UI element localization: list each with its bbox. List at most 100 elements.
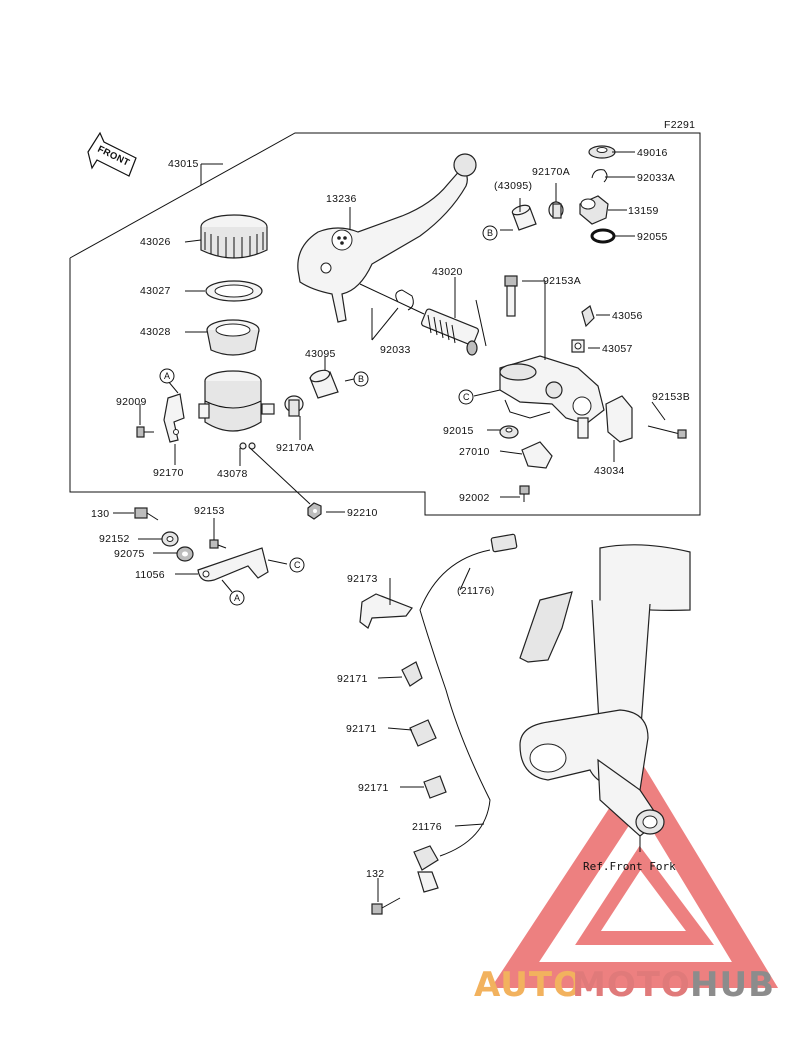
label-132: 132 <box>366 868 384 880</box>
label-92170A-top: 92170A <box>532 166 570 178</box>
callout-a-1: A <box>159 368 175 384</box>
label-92173: 92173 <box>347 573 378 585</box>
watermark-triangle-inner <box>575 845 714 945</box>
clip-92033A <box>591 169 608 183</box>
piston-kit <box>395 289 480 356</box>
label-43026: 43026 <box>140 236 171 248</box>
svg-text:B: B <box>487 228 493 238</box>
label-43056: 43056 <box>612 310 643 322</box>
label-92153B: 92153B <box>652 391 690 403</box>
label-43015: 43015 <box>168 158 199 170</box>
valve-43057 <box>571 339 585 353</box>
label-49016: 49016 <box>637 147 668 159</box>
label-11056: 11056 <box>135 569 165 581</box>
label-92033: 92033 <box>380 344 411 356</box>
label-92153A: 92153A <box>543 275 581 287</box>
clamp-92173 <box>359 593 413 629</box>
cap-49016 <box>588 145 616 159</box>
hose-43095 <box>309 369 339 399</box>
label-43078: 43078 <box>217 468 248 480</box>
label-92033A: 92033A <box>637 172 675 184</box>
label-92170A: 92170A <box>276 442 314 454</box>
label-27010: 27010 <box>459 446 490 458</box>
label-43027: 43027 <box>140 285 171 297</box>
hose-43095-top <box>511 204 537 231</box>
nut-92210 <box>307 502 322 520</box>
callout-a-2: A <box>229 590 245 606</box>
clip-92171-1 <box>401 661 423 687</box>
assembly-boundary <box>69 132 701 516</box>
bolt-130 <box>134 507 159 521</box>
label-92153: 92153 <box>194 505 225 517</box>
label-43095-paren: (43095) <box>494 180 532 192</box>
svg-text:A: A <box>164 371 170 381</box>
reservoir-body <box>198 370 275 450</box>
label-92171-1: 92171 <box>337 673 368 685</box>
label-92009: 92009 <box>116 396 147 408</box>
label-92152: 92152 <box>99 533 130 545</box>
watermark-triangle <box>490 760 779 988</box>
label-92210: 92210 <box>347 507 378 519</box>
label-92171-2: 92171 <box>346 723 377 735</box>
oring-92055 <box>590 228 616 244</box>
reservoir-cap <box>200 214 268 259</box>
label-92055: 92055 <box>637 231 668 243</box>
callout-b-2: B <box>482 225 498 241</box>
label-92171-3: 92171 <box>358 782 389 794</box>
master-cylinder <box>499 355 605 439</box>
callout-b-1: B <box>353 371 369 387</box>
label-92075: 92075 <box>114 548 145 560</box>
bolt-92153A <box>504 275 518 317</box>
reference-note: Ref.Front Fork <box>583 860 676 873</box>
watermark-text: AUTO MOTO HUB <box>474 965 775 1005</box>
label-13159: 13159 <box>628 205 659 217</box>
sensor-21176 <box>413 845 439 893</box>
figure-code: F2291 <box>664 119 695 131</box>
clip-92171-3 <box>423 775 447 799</box>
reservoir-diaphragm <box>206 319 260 356</box>
clip-92171-2 <box>409 719 437 747</box>
clamp-92170A-top <box>548 201 564 219</box>
label-92170: 92170 <box>153 467 184 479</box>
label-43095: 43095 <box>305 348 336 360</box>
svg-text:AUTO: AUTO <box>474 965 583 1005</box>
svg-text:B: B <box>358 374 364 384</box>
label-43034: 43034 <box>594 465 625 477</box>
svg-text:C: C <box>463 392 470 402</box>
holder-43034 <box>605 395 687 443</box>
watermark <box>490 760 779 988</box>
nut-92015 <box>499 425 519 439</box>
bolt-132 <box>371 897 401 915</box>
clamp-92170A <box>284 395 304 417</box>
bleeder-43056 <box>581 305 595 328</box>
svg-text:C: C <box>294 560 301 570</box>
label-130: 130 <box>91 508 109 520</box>
washer-92152 <box>161 531 179 547</box>
label-13236: 13236 <box>326 193 357 205</box>
callout-c-2: C <box>289 557 305 573</box>
bracket-92170 <box>163 393 185 443</box>
sensor-cable <box>419 533 518 857</box>
reservoir-plate <box>205 280 263 302</box>
front-arrow-icon: FRONT <box>87 131 137 177</box>
screw-92002 <box>519 485 530 502</box>
label-92015: 92015 <box>443 425 474 437</box>
bracket-11056 <box>197 547 269 582</box>
callout-c-1: C <box>458 389 474 405</box>
brake-lever <box>297 153 477 323</box>
fitting-13159 <box>579 195 609 225</box>
switch-27010 <box>521 441 553 469</box>
leader-lines <box>113 151 666 902</box>
label-43020: 43020 <box>432 266 463 278</box>
svg-text:MOTO: MOTO <box>572 965 691 1005</box>
screw-92153 <box>209 539 227 549</box>
label-92002: 92002 <box>459 492 490 504</box>
svg-text:HUB: HUB <box>690 965 775 1005</box>
screw-92009 <box>136 426 154 438</box>
label-21176-paren: (21176) <box>457 585 495 597</box>
label-43057: 43057 <box>602 343 633 355</box>
part-labels: 43015 43026 43027 43028 13236 43020 9203… <box>91 147 690 880</box>
label-21176: 21176 <box>412 821 442 833</box>
fork-assembly <box>519 544 691 837</box>
